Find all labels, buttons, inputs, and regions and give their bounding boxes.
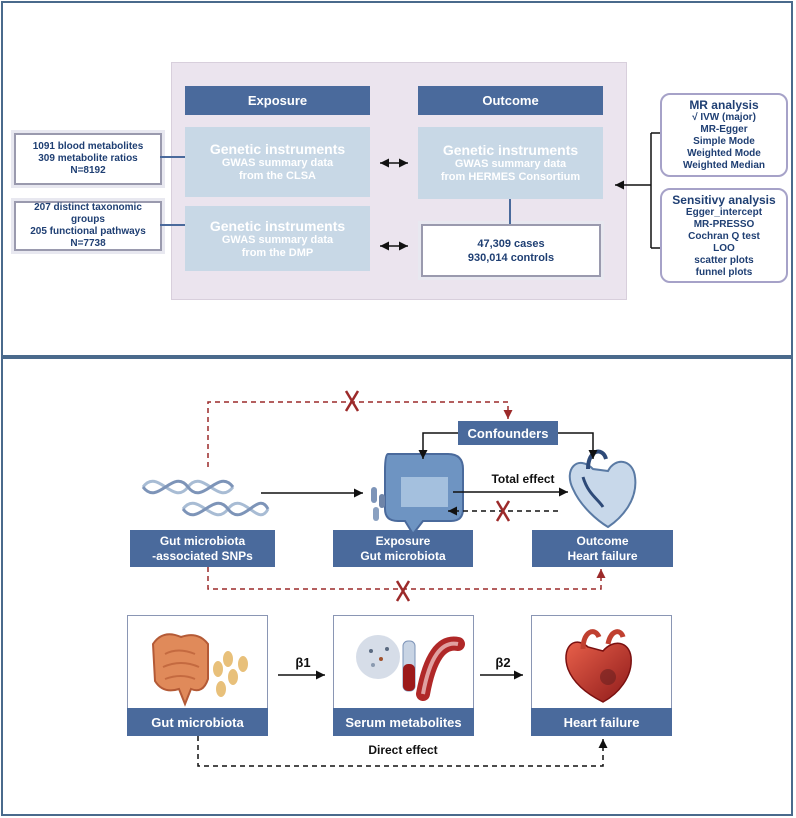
heart-failure-label: Heart failure [531, 708, 672, 736]
cases-count: 47,309 cases [477, 237, 545, 250]
mr-method: Simple Mode [693, 136, 755, 147]
mr-analysis-box: MR analysis √ IVW (major) MR-Egger Simpl… [660, 93, 788, 177]
dna-icon [141, 479, 270, 517]
sensitivity-method: LOO [713, 242, 735, 254]
cross-mark-icon [495, 500, 511, 522]
exposure-header: Exposure [185, 86, 370, 115]
sensitivity-analysis-box: Sensitivy analysis Egger_intercept MR-PR… [660, 188, 788, 283]
taxonomic-groups-box: 207 distinct taxonomic groups 205 functi… [14, 201, 162, 251]
heart-failure-icon [565, 629, 632, 703]
panel-a-connectors [160, 132, 660, 251]
label-line: Heart failure [567, 548, 638, 563]
heart-outline-icon [568, 449, 637, 529]
instrument-line: from the DMP [241, 246, 314, 259]
left-box-line: N=8192 [70, 165, 106, 176]
sensitivity-analysis-title: Sensitivy analysis [672, 192, 776, 207]
label-line: -associated SNPs [152, 548, 253, 563]
outcome-header: Outcome [418, 86, 603, 115]
panel-mediation-diagram: Confounders Gut microbiota -associated S… [1, 357, 793, 816]
beta2-label: β2 [495, 655, 511, 670]
instrument-line: GWAS summary data [221, 157, 334, 169]
confounders-arrow-left [418, 432, 458, 459]
direct-effect-path [197, 736, 608, 767]
total-effect-text: Total effect [491, 472, 555, 486]
direct-effect-text: Direct effect [368, 743, 438, 757]
confounders-box: Confounders [458, 421, 558, 445]
sensitivity-method: funnel plots [695, 266, 753, 278]
blood-metabolites-box: 1091 blood metabolites 309 metabolite ra… [14, 133, 162, 185]
left-box-line: 1091 blood metabolites [32, 141, 144, 152]
pleiotropy-path-top [207, 401, 513, 467]
exposure-instruments-clsa: Genetic instruments GWAS summary data fr… [185, 127, 370, 197]
controls-count: 930,014 controls [467, 251, 555, 264]
instrument-line: from the CLSA [239, 170, 316, 182]
mr-method: √ IVW (major) [692, 112, 756, 123]
exposure-instruments-dmp: Genetic instruments GWAS summary data fr… [185, 206, 370, 271]
sensitivity-method: Cochran Q test [688, 230, 760, 242]
left-box-line: 309 metabolite ratios [38, 153, 138, 164]
panel-b-graphics [141, 390, 637, 767]
left-box-line: N=7738 [70, 238, 106, 249]
label-line: Gut microbiota [159, 533, 246, 548]
instrument-title: Genetic instruments [442, 142, 579, 158]
instrument-line: GWAS summary data [221, 233, 334, 246]
instrument-line: GWAS summary data [454, 158, 567, 170]
label-line: Gut microbiota [360, 548, 446, 563]
intestine-icon [371, 453, 464, 536]
mr-method: Weighted Mode [687, 148, 761, 159]
left-box-line: 207 distinct taxonomic groups [34, 202, 142, 225]
pleiotropy-path-bottom [207, 567, 606, 590]
label-line: Exposure [375, 533, 431, 548]
left-box-line: 205 functional pathways [30, 226, 146, 237]
mr-method: Weighted Median [682, 160, 766, 171]
cross-mark-icon [344, 390, 360, 412]
sensitivity-method: scatter plots [694, 254, 754, 266]
mr-method: MR-Egger [700, 124, 748, 135]
beta1-label: β1 [295, 655, 311, 670]
gut-icon [151, 633, 248, 707]
gut-microbiota-label: Gut microbiota [127, 708, 268, 736]
mr-analysis-title: MR analysis [689, 98, 759, 112]
outcome-counts-box: 47,309 cases 930,014 controls [421, 224, 601, 277]
outcome-label: Outcome Heart failure [532, 530, 673, 567]
sensitivity-method: Egger_intercept [685, 206, 763, 218]
snps-label: Gut microbiota -associated SNPs [130, 530, 275, 567]
outcome-instruments-hermes: Genetic instruments GWAS summary data fr… [418, 127, 603, 199]
analysis-bracket [651, 132, 660, 249]
instrument-line: from HERMES Consortium [440, 171, 581, 183]
instrument-title: Genetic instruments [209, 217, 346, 234]
serum-metabolites-label: Serum metabolites [333, 708, 474, 736]
serum-icon [356, 635, 465, 701]
cross-mark-icon [395, 580, 411, 602]
instrument-title: Genetic instruments [209, 141, 346, 157]
label-line: Outcome [576, 533, 629, 548]
confounders-arrow-right [558, 432, 598, 459]
sensitivity-method: MR-PRESSO [693, 218, 755, 230]
panel-study-design: Exposure Outcome Genetic instruments GWA… [1, 1, 793, 357]
exposure-label: Exposure Gut microbiota [333, 530, 473, 567]
